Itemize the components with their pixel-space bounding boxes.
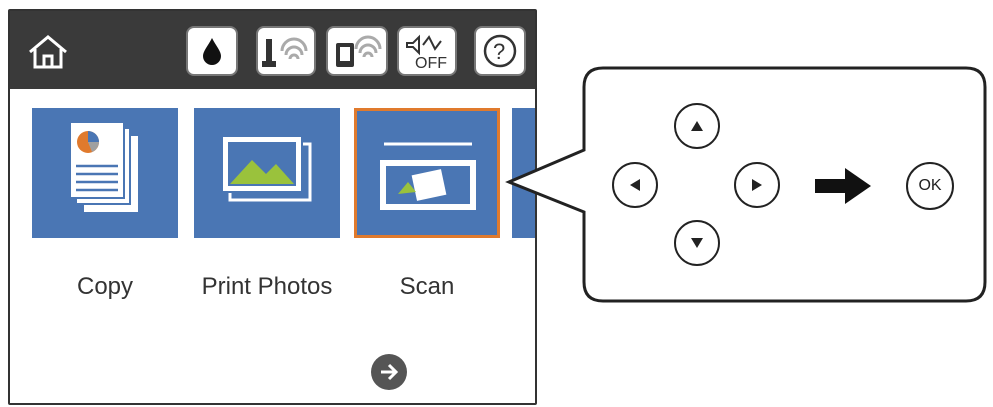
help-icon: ?: [483, 34, 517, 68]
sound-status-button[interactable]: OFF: [397, 26, 457, 76]
ink-drop-icon: [203, 38, 221, 65]
up-arrow-icon: [691, 121, 703, 131]
printer-screen: OFF ?: [8, 9, 537, 405]
wifi-printer-icon: [262, 37, 308, 67]
scan-icon: [380, 142, 476, 210]
then-arrow-icon: [815, 168, 871, 204]
down-arrow-icon: [691, 238, 703, 248]
home-button[interactable]: [22, 26, 74, 78]
print-photos-icon: [221, 135, 312, 202]
sound-off-icon: OFF: [406, 34, 447, 71]
left-arrow-button[interactable]: [612, 162, 658, 208]
wifi-direct-button[interactable]: [326, 26, 388, 76]
right-arrow-button[interactable]: [734, 162, 780, 208]
top-status-bar: OFF ?: [10, 11, 535, 89]
print-photos-label: Print Photos: [201, 273, 333, 300]
wifi-direct-icon: [336, 35, 382, 67]
sound-off-text: OFF: [415, 55, 447, 71]
ok-button[interactable]: OK: [906, 162, 954, 210]
print-photos-tile[interactable]: [194, 108, 340, 238]
copy-tile[interactable]: [32, 108, 178, 238]
next-tile-partial[interactable]: [512, 108, 535, 238]
help-button[interactable]: ?: [474, 26, 526, 76]
copy-icon: [69, 121, 138, 212]
ink-status-button[interactable]: [186, 26, 238, 76]
help-text: ?: [493, 39, 505, 64]
left-arrow-icon: [630, 179, 640, 191]
arrow-right-circle-icon: [381, 363, 399, 381]
scan-label: Scan: [399, 273, 455, 300]
ok-label: OK: [918, 177, 942, 194]
right-arrow-icon: [752, 179, 762, 191]
scan-tile[interactable]: [354, 108, 500, 238]
up-arrow-button[interactable]: [674, 103, 720, 149]
next-page-button[interactable]: [371, 354, 407, 390]
down-arrow-button[interactable]: [674, 220, 720, 266]
home-icon: [29, 35, 67, 69]
copy-label: Copy: [76, 273, 134, 300]
wifi-status-button[interactable]: [256, 26, 316, 76]
